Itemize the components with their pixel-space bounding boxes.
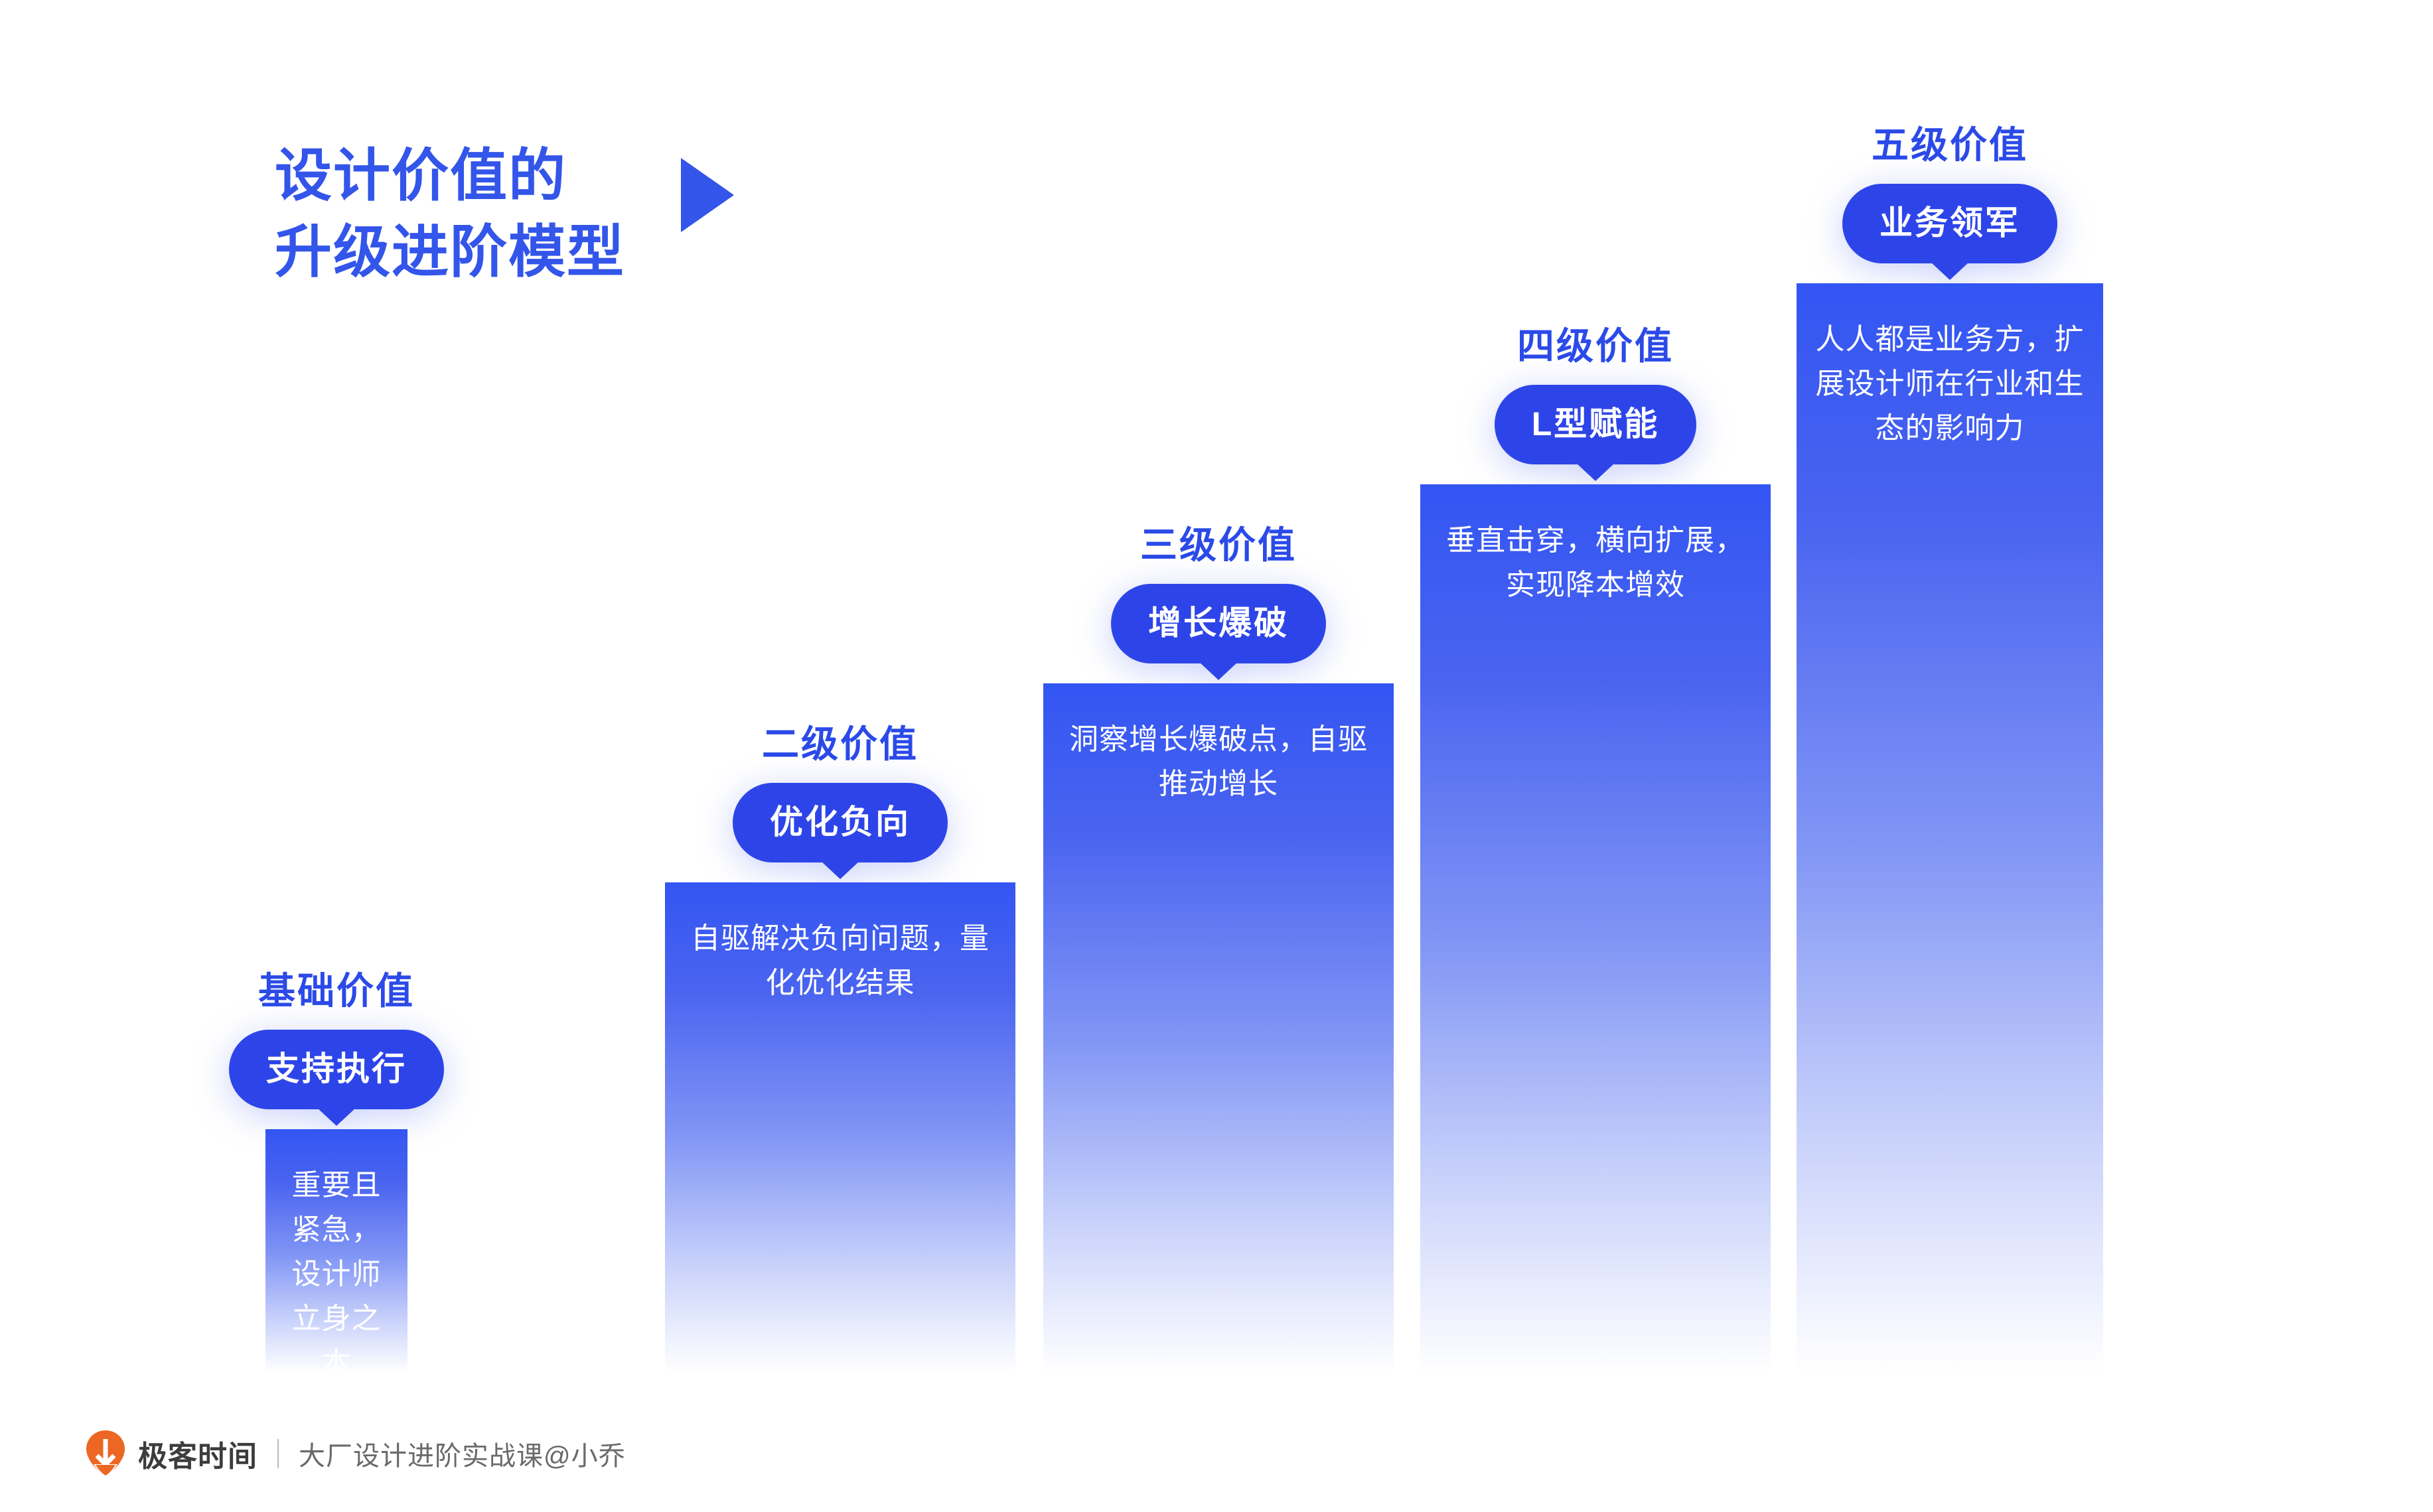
badge-pointer-icon	[820, 860, 860, 879]
geekbang-pin-logo-icon	[85, 1430, 126, 1478]
page-title: 设计价值的 升级进阶模型	[275, 138, 625, 291]
level-bar[interactable]: 垂直击穿，横向扩展，实现降本增效	[1420, 484, 1771, 1373]
level-bar[interactable]: 自驱解决负向问题，量化优化结果	[665, 882, 1015, 1373]
level-label: 三级价值	[1140, 524, 1297, 566]
footer: 极客时间 大厂设计进阶实战课@小乔	[85, 1430, 626, 1478]
level-label: 二级价值	[762, 723, 919, 765]
level-label: 五级价值	[1872, 124, 2028, 166]
level-label: 四级价值	[1517, 325, 1674, 367]
level-bar[interactable]: 人人都是业务方，扩展设计师在行业和生态的影响力	[1797, 283, 2103, 1373]
level-badge[interactable]: 支持执行	[229, 1030, 444, 1126]
badge-pointer-icon	[1930, 261, 1970, 280]
level-badge-label: 业务领军	[1842, 184, 2057, 263]
level-badge[interactable]: 优化负向	[733, 783, 948, 879]
level-badge[interactable]: 业务领军	[1842, 184, 2057, 280]
level-badge[interactable]: L型赋能	[1494, 385, 1697, 481]
badge-pointer-icon	[317, 1107, 356, 1126]
badge-pointer-icon	[1575, 462, 1615, 481]
level-description: 自驱解决负向问题，量化优化结果	[691, 922, 990, 999]
value-column-3[interactable]: 三级价值增长爆破洞察增长爆破点，自驱推动增长	[1043, 515, 1394, 1373]
level-bar[interactable]: 洞察增长爆破点，自驱推动增长	[1043, 683, 1394, 1373]
value-column-1[interactable]: 基础价值支持执行重要且紧急，设计师立身之本	[229, 961, 444, 1379]
value-column-2[interactable]: 二级价值优化负向自驱解决负向问题，量化优化结果	[665, 715, 1015, 1373]
level-badge-label: L型赋能	[1494, 385, 1697, 464]
level-badge-label: 优化负向	[733, 783, 948, 862]
value-column-5[interactable]: 五级价值业务领军人人都是业务方，扩展设计师在行业和生态的影响力	[1797, 115, 2103, 1373]
level-description: 洞察增长爆破点，自驱推动增长	[1069, 723, 1368, 800]
level-description: 重要且紧急，设计师立身之本	[291, 1169, 382, 1379]
badge-pointer-icon	[1199, 661, 1238, 680]
level-label: 基础价值	[258, 970, 415, 1012]
level-badge-label: 支持执行	[229, 1030, 444, 1109]
play-triangle-icon	[681, 158, 734, 232]
level-description: 人人都是业务方，扩展设计师在行业和生态的影响力	[1815, 323, 2085, 445]
slide-title-block: 设计价值的 升级进阶模型	[275, 138, 734, 291]
level-badge-label: 增长爆破	[1111, 584, 1326, 663]
footer-brand-name: 极客时间	[138, 1440, 258, 1473]
page-title-line-1: 设计价值的	[275, 144, 567, 208]
page-title-line-2: 升级进阶模型	[275, 220, 625, 285]
level-badge[interactable]: 增长爆破	[1111, 584, 1326, 680]
footer-divider	[277, 1439, 279, 1468]
level-bar[interactable]: 重要且紧急，设计师立身之本	[265, 1129, 407, 1379]
level-description: 垂直击穿，横向扩展，实现降本增效	[1446, 524, 1745, 601]
footer-course-name: 大厂设计进阶实战课@小乔	[299, 1442, 626, 1471]
value-column-4[interactable]: 四级价值 L型赋能垂直击穿，横向扩展，实现降本增效	[1420, 316, 1771, 1373]
